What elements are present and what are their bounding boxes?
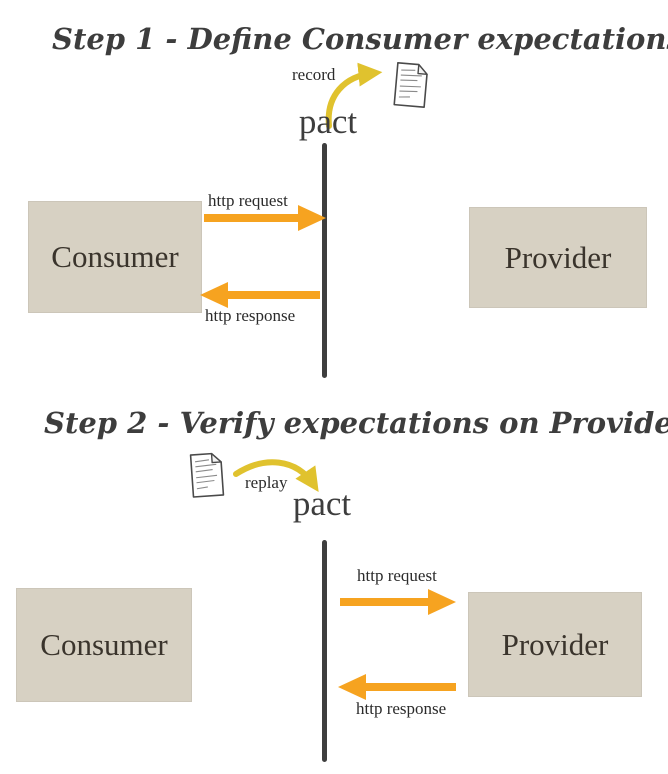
provider-box-label: Provider bbox=[504, 239, 612, 275]
provider-box: Provider bbox=[469, 207, 647, 308]
http-request-arrow-icon bbox=[340, 589, 456, 615]
consumer-box-label: Consumer bbox=[51, 239, 179, 274]
record-curved-arrow-icon bbox=[325, 62, 383, 129]
replay-curved-arrow-icon bbox=[233, 459, 319, 492]
http-response-label: http response bbox=[356, 699, 447, 718]
http-response-label: http response bbox=[205, 306, 296, 325]
http-response-arrow-icon bbox=[200, 282, 320, 308]
pact-label: pact bbox=[292, 484, 352, 523]
http-request-label: http request bbox=[357, 566, 437, 585]
step2-title: Step 2 - Verify expectations on Provider bbox=[44, 406, 668, 440]
pact-file-document-icon bbox=[393, 61, 428, 109]
record-label: record bbox=[292, 65, 336, 84]
pact-file-document-icon bbox=[189, 452, 225, 498]
consumer-box: Consumer bbox=[16, 588, 192, 702]
step1-title: Step 1 - Define Consumer expectations bbox=[52, 22, 668, 56]
provider-box-label: Provider bbox=[501, 626, 609, 662]
pact-label: pact bbox=[298, 102, 358, 141]
pact-verification-line bbox=[322, 540, 327, 762]
http-request-label: http request bbox=[208, 191, 288, 210]
consumer-box-label: Consumer bbox=[40, 627, 168, 662]
provider-box: Provider bbox=[468, 592, 642, 697]
http-request-arrow-icon bbox=[204, 205, 326, 231]
consumer-box: Consumer bbox=[28, 201, 202, 313]
pact-mock-service-line bbox=[322, 143, 327, 378]
http-response-arrow-icon bbox=[338, 674, 456, 700]
replay-label: replay bbox=[245, 473, 288, 492]
